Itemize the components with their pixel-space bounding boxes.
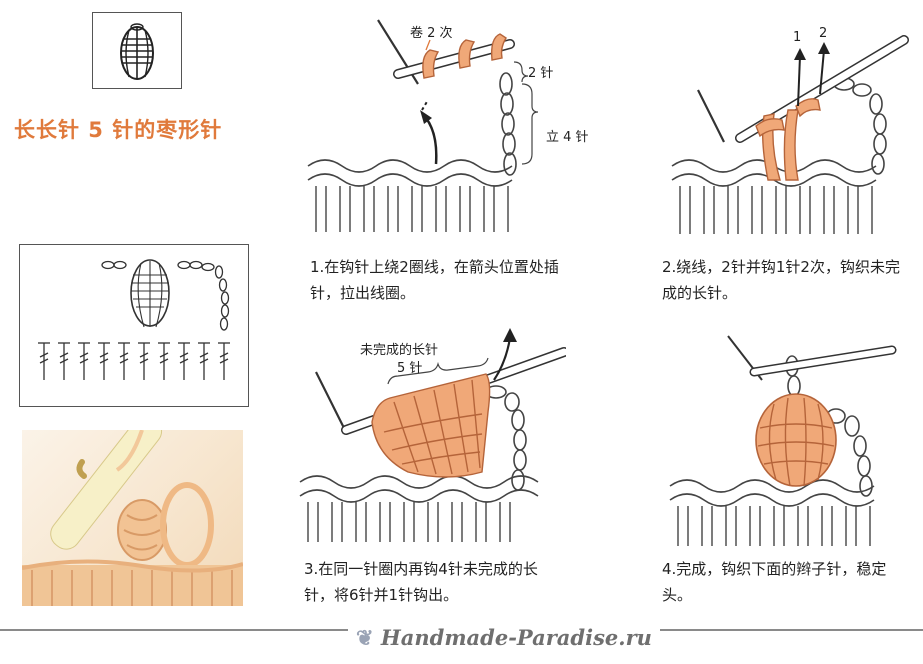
watermark-text: Handmade-Paradise.ru bbox=[380, 625, 652, 650]
step-3-caption: 3.在同一针圈内再钩4针未完成的长针，将6针并1针钩出。 bbox=[304, 560, 538, 604]
butterfly-icon: ❦ bbox=[356, 625, 374, 650]
step-1-label-wraps: 卷 2 次 bbox=[410, 26, 453, 41]
step-3-label-5-stitches: 5 针 bbox=[397, 361, 423, 376]
bobble-symbol-box bbox=[92, 12, 182, 89]
step-2-caption: 2.绕线，2针并钩1针2次，钩织未完成的长针。 bbox=[662, 258, 900, 302]
crochet-chart-icon bbox=[38, 259, 230, 380]
bobble-symbol-icon bbox=[120, 23, 154, 80]
step-4-illustration bbox=[669, 335, 897, 546]
crochet-chart-box bbox=[19, 244, 249, 407]
step-1-illustration bbox=[307, 19, 539, 234]
step-2-label-1: 1 bbox=[793, 30, 802, 45]
step-1-label-stand-4: 立 4 针 bbox=[546, 130, 589, 145]
step-3-illustration bbox=[299, 328, 566, 542]
crochet-photo bbox=[22, 430, 243, 606]
step-3-label-unfinished: 未完成的长针 bbox=[360, 343, 439, 358]
page-title: 长长针 5 针的枣形针 bbox=[14, 118, 223, 142]
step-1-caption: 1.在钩针上绕2圈线，在箭头位置处插针，拉出线圈。 bbox=[310, 258, 559, 302]
step-2-label-2: 2 bbox=[819, 26, 828, 41]
step-2-illustration bbox=[671, 35, 909, 234]
watermark: ❦ Handmade-Paradise.ru bbox=[348, 625, 660, 650]
step-4-caption: 4.完成，钩织下面的辫子针，稳定头。 bbox=[662, 560, 887, 604]
step-1-label-chain-2: 2 针 bbox=[528, 66, 554, 81]
